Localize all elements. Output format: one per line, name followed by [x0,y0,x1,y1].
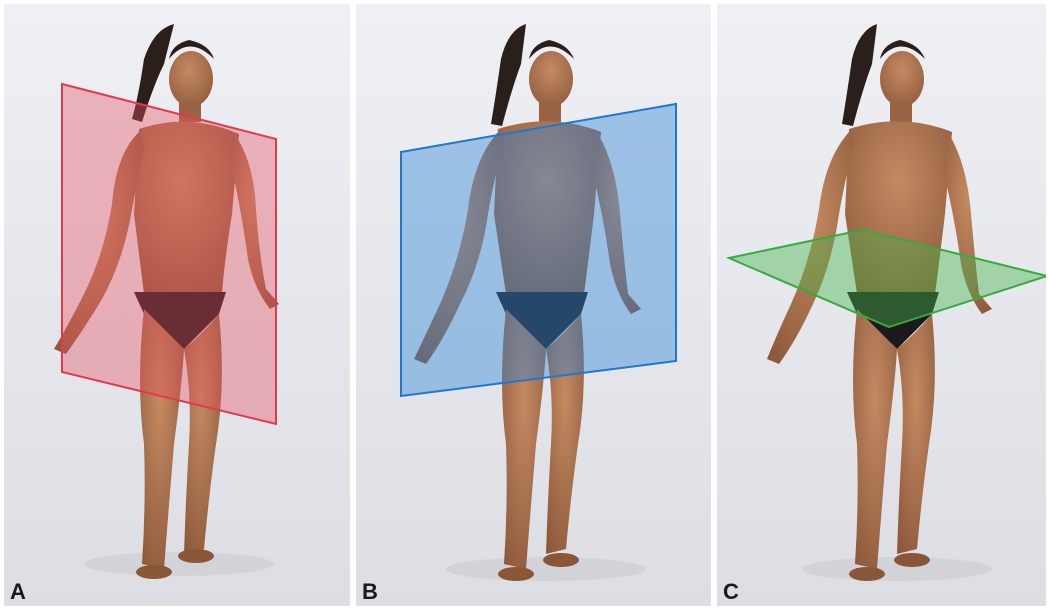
right-foot [849,567,885,581]
head [169,51,213,107]
neck [890,100,912,122]
head [529,51,573,107]
frontal-plane [401,104,676,396]
figure-panel-b: B [356,4,711,606]
neck [539,100,561,122]
figure-c-illustration [717,4,1046,606]
sagittal-plane [62,84,276,424]
figure-panel-c: C [717,4,1046,606]
figure-b-illustration [356,4,711,606]
left-foot [894,553,930,567]
head [880,51,924,107]
left-foot [543,553,579,567]
right-foot [498,567,534,581]
figure-panel-a: A [4,4,350,606]
right-foot [136,565,172,579]
panel-label-a: A [10,580,26,604]
figure-a-illustration [4,4,350,606]
panel-label-b: B [362,580,378,604]
panel-label-c: C [723,580,739,604]
left-foot [178,549,214,563]
